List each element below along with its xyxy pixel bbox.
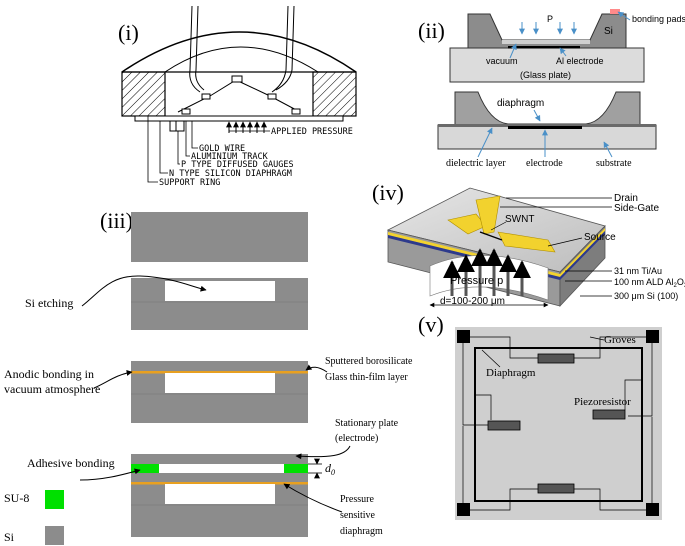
stationary-plate bbox=[131, 454, 308, 464]
dielectric-label: dielectric layer bbox=[446, 158, 506, 169]
panel-ii-label: (ii) bbox=[418, 18, 445, 43]
vacuum-label: vacuum bbox=[486, 56, 518, 66]
pressure-line1: Pressure bbox=[340, 494, 374, 505]
panel-ii: (ii) P Si bonding pads vacuum Al electro… bbox=[418, 9, 685, 169]
callout-support-ring: SUPPORT RING bbox=[159, 178, 220, 188]
diaphragm-v-label: Diaphragm bbox=[486, 367, 536, 379]
piezoresistor-top bbox=[537, 353, 575, 364]
dome-outer bbox=[121, 31, 357, 73]
pressure-line2: sensitive bbox=[340, 510, 376, 521]
panel-i-label: (i) bbox=[118, 20, 139, 45]
side-gate bbox=[475, 195, 501, 235]
al-electrode-label: Al electrode bbox=[556, 56, 604, 66]
anodic-bonding-line2: vacuum atmosphere bbox=[4, 382, 100, 396]
bonding-pads-label: bonding pads bbox=[632, 14, 685, 24]
vacuum-cavity-step4 bbox=[165, 484, 275, 504]
glass-plate-label: (Glass plate) bbox=[520, 70, 571, 80]
panel-iv: (iv) Pressure p d=100-200 μm bbox=[372, 180, 685, 308]
callout-p-type-gauges: P TYPE DIFFUSED GAUGES bbox=[181, 160, 294, 170]
callout-n-type-diaphragm: N TYPE SILICON DIAPHRAGM bbox=[169, 169, 292, 179]
vacuum-cavity-step3 bbox=[165, 373, 275, 393]
diaphragm-outline bbox=[474, 347, 643, 502]
panel-i: (i) bbox=[118, 5, 357, 188]
legend-si-swatch bbox=[45, 526, 64, 545]
borosilicate-layer bbox=[131, 371, 308, 374]
sputtered-line1: Sputtered borosilicate bbox=[325, 356, 413, 367]
si-etching-label: Si etching bbox=[25, 296, 73, 310]
swnt-wire bbox=[479, 231, 503, 241]
silicon-diaphragm bbox=[134, 115, 344, 122]
chip-side-face bbox=[559, 225, 606, 308]
diaphragm-label: diaphragm bbox=[497, 98, 544, 109]
legend-su8-swatch bbox=[45, 490, 64, 509]
substrate-label: substrate bbox=[596, 158, 632, 169]
side-gate-label: Side-Gate bbox=[614, 203, 659, 214]
trace-network bbox=[462, 336, 653, 511]
gold-wire-left bbox=[189, 5, 201, 93]
su8-left bbox=[131, 464, 159, 473]
sputtered-line2: Glass thin-film layer bbox=[325, 372, 408, 383]
dim-label: d=100-200 μm bbox=[440, 296, 505, 307]
tiau-label: 31 nm Ti/Au bbox=[614, 266, 662, 276]
callout-applied-pressure: APPLIED PRESSURE bbox=[271, 127, 353, 137]
piezoresistor-left bbox=[487, 420, 521, 431]
panel-v-label: (v) bbox=[418, 312, 444, 337]
panel-iii-label: (iii) bbox=[100, 208, 133, 233]
si-diaphragm-bottom bbox=[454, 91, 641, 126]
piezoresistor-right bbox=[592, 409, 626, 420]
legend: SU-8 Si bbox=[4, 490, 64, 545]
al-electrode-top bbox=[508, 46, 580, 49]
stationary-line1: Stationary plate bbox=[335, 418, 399, 429]
glass-plate-top bbox=[449, 47, 645, 83]
legend-su8-label: SU-8 bbox=[4, 491, 29, 505]
aluminium-track bbox=[177, 79, 301, 113]
si100-label: 300 μm Si (100) bbox=[614, 291, 678, 301]
legend-si-label: Si bbox=[4, 530, 15, 544]
anodic-bonding-line1: Anodic bonding in bbox=[4, 367, 94, 381]
source-pad bbox=[497, 231, 556, 253]
electrode-label: electrode bbox=[526, 158, 563, 169]
swnt-label: SWNT bbox=[505, 214, 534, 225]
si-label: Si bbox=[604, 26, 613, 37]
p-label: P bbox=[547, 14, 553, 24]
gold-wire-right bbox=[271, 5, 289, 93]
panel-iii: (iii) Si etching Anodic bonding in vacuu… bbox=[4, 208, 413, 545]
support-ring-left bbox=[121, 71, 166, 117]
dome-inner bbox=[164, 46, 319, 73]
adhesive-bonding-label: Adhesive bonding bbox=[27, 456, 115, 470]
etched-cavity-step2 bbox=[165, 281, 275, 301]
support-ring-right bbox=[312, 71, 357, 117]
piezoresistor-bottom bbox=[537, 483, 575, 494]
electrode-bottom bbox=[508, 126, 582, 129]
piezoresistor-label: Piezoresistor bbox=[574, 396, 631, 408]
drain-label: Drain bbox=[614, 193, 638, 204]
pressure-line3: diaphragm bbox=[340, 526, 383, 537]
pressure-arrows-iv bbox=[443, 248, 531, 296]
panel-v: (v) Groves Diaphragm Piezoresistor bbox=[418, 312, 662, 520]
gap-d0-label: d0 bbox=[325, 461, 335, 477]
si-wafer-step1 bbox=[131, 212, 308, 262]
callout-gold-wire: GOLD WIRE bbox=[199, 144, 245, 154]
source-label: Source bbox=[584, 232, 616, 243]
callout-aluminium-track: ALUMINIUM TRACK bbox=[191, 152, 269, 162]
pressure-p-label: Pressure p bbox=[450, 275, 503, 287]
stationary-line2: (electrode) bbox=[335, 433, 378, 444]
su8-right bbox=[284, 464, 308, 473]
groves-label: Groves bbox=[604, 334, 636, 346]
panel-iv-label: (iv) bbox=[372, 180, 404, 205]
